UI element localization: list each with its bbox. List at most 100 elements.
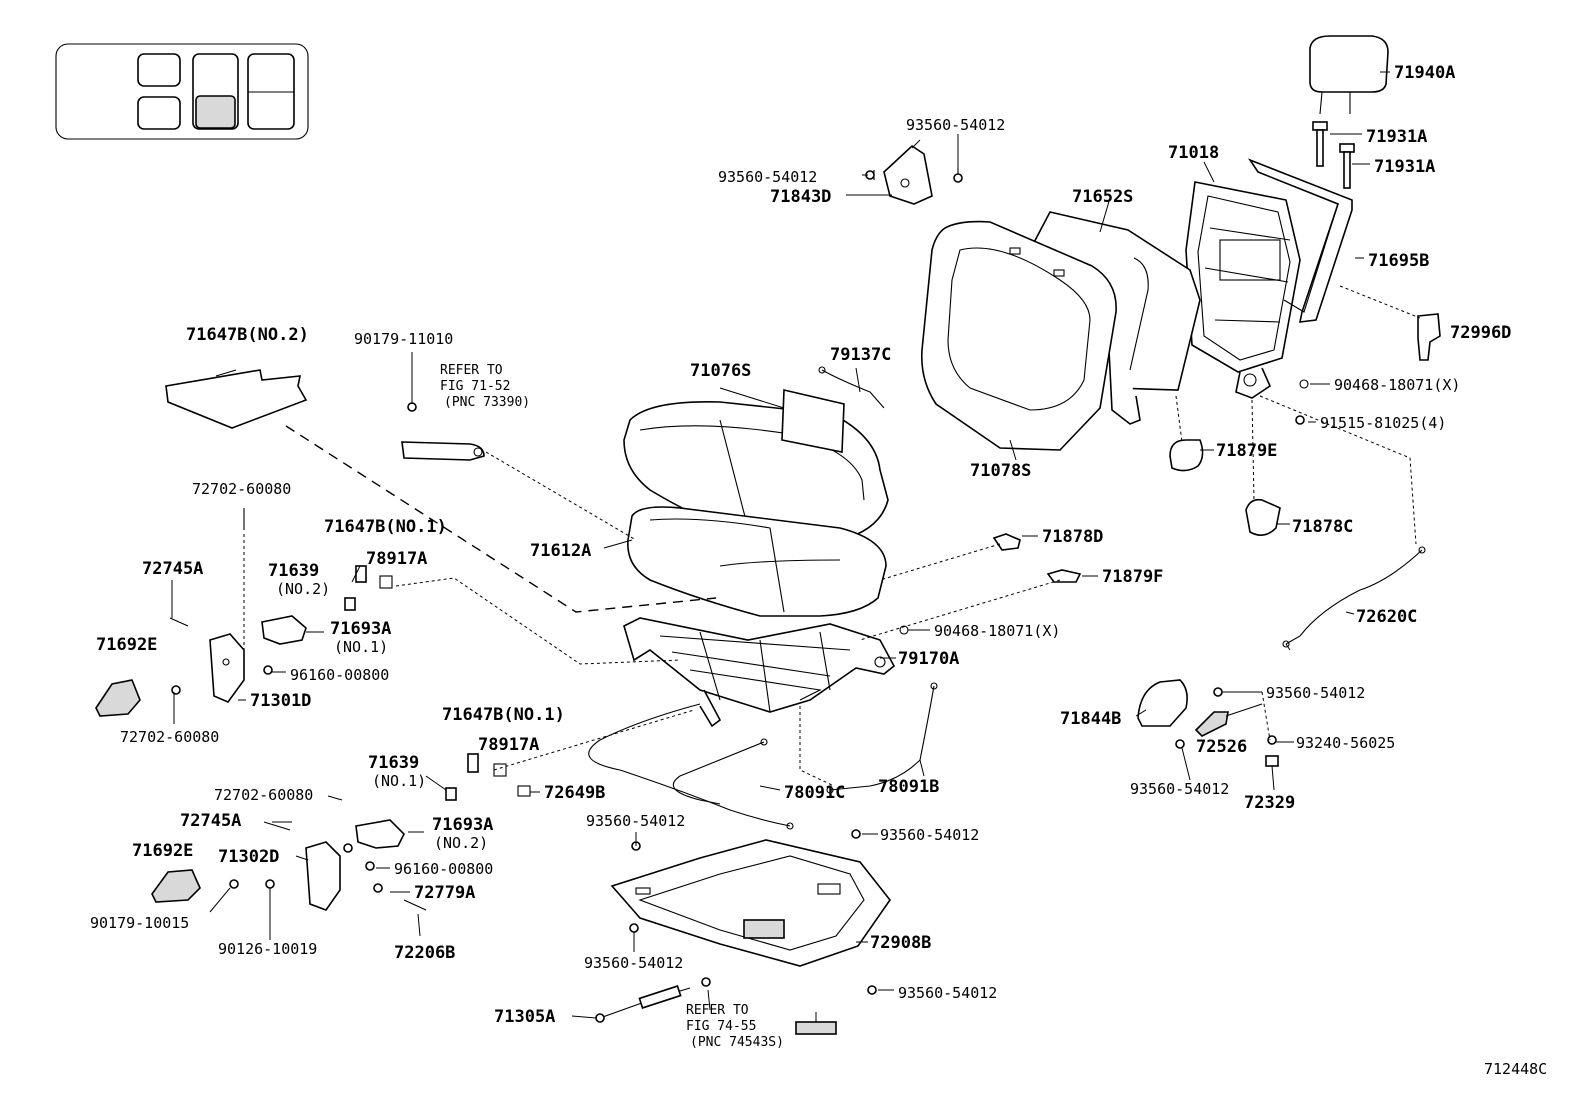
label-71843D[interactable]: 71843D	[770, 187, 831, 207]
seatback-pad	[920, 220, 1117, 451]
label-78917A-b[interactable]: 78917A	[478, 735, 539, 755]
label-71639-a[interactable]: 71639	[268, 561, 319, 581]
label-90126-10019[interactable]: 90126-10019	[218, 940, 317, 958]
label-78917A-a[interactable]: 78917A	[366, 549, 427, 569]
label-93560-54012-m4[interactable]: 93560-54012	[898, 984, 997, 1002]
label-90468-18071-b[interactable]: 90468-18071(X)	[934, 622, 1060, 640]
hinge-left-lower	[305, 841, 341, 911]
leader-lines	[171, 71, 1421, 1022]
label-72779A[interactable]: 72779A	[414, 883, 475, 903]
recliner-cover-outer	[1245, 498, 1281, 536]
label-71878C[interactable]: 71878C	[1292, 517, 1353, 537]
hinge-bracket-left-upper	[261, 615, 307, 645]
cushion-clip-lower	[1046, 569, 1082, 583]
label-71844B[interactable]: 71844B	[1060, 709, 1121, 729]
label-93560-54012-top1[interactable]: 93560-54012	[906, 116, 1005, 134]
lever-knob-right	[1194, 711, 1229, 737]
pin-left-lower	[445, 753, 531, 801]
seat-cushion-board	[165, 369, 308, 429]
label-90468-18071-a[interactable]: 90468-18071(X)	[1334, 376, 1460, 394]
label-71693A-b-sub: (NO.2)	[434, 834, 488, 852]
label-71639-b-sub: (NO.1)	[372, 772, 426, 790]
label-71692E-b[interactable]: 71692E	[132, 841, 193, 861]
hinge-bracket-left-lower	[355, 819, 405, 849]
label-78091B[interactable]: 78091B	[878, 777, 939, 797]
label-71940A[interactable]: 71940A	[1394, 63, 1455, 83]
label-78091C[interactable]: 78091C	[784, 783, 845, 803]
label-71078S[interactable]: 71078S	[970, 461, 1031, 481]
label-93560-54012-r1[interactable]: 93560-54012	[1266, 684, 1365, 702]
label-71693A-b[interactable]: 71693A	[432, 815, 493, 835]
label-72745A-a[interactable]: 72745A	[142, 559, 203, 579]
label-71931A-2[interactable]: 71931A	[1374, 157, 1435, 177]
screws-right	[1175, 687, 1279, 767]
label-93560-54012-r2[interactable]: 93560-54012	[1130, 780, 1229, 798]
hinge-cover-left-lower	[151, 869, 201, 903]
hinge-cover-left-upper	[95, 679, 141, 717]
label-93560-54012-top2[interactable]: 93560-54012	[718, 168, 817, 186]
hinge-cover-upper	[862, 144, 963, 205]
label-72702-60080-a[interactable]: 72702-60080	[192, 480, 291, 498]
hinge-left-upper	[209, 633, 245, 703]
label-72649B[interactable]: 72649B	[544, 783, 605, 803]
label-90179-10015[interactable]: 90179-10015	[90, 914, 189, 932]
recliner-cover-inner	[1169, 439, 1204, 472]
label-93560-54012-m1[interactable]: 93560-54012	[586, 812, 685, 830]
label-72620C[interactable]: 72620C	[1356, 607, 1417, 627]
fasteners-misc	[629, 379, 1309, 995]
label-72745A-b[interactable]: 72745A	[180, 811, 241, 831]
label-96160-00800-a[interactable]: 96160-00800	[290, 666, 389, 684]
label-71931A-1[interactable]: 71931A	[1366, 127, 1427, 147]
label-71693A-a[interactable]: 71693A	[330, 619, 391, 639]
bolt-left-lower	[229, 821, 427, 911]
seat-position-locator	[55, 43, 309, 140]
ref1-line3: (PNC 73390)	[444, 395, 530, 410]
bolt-left-upper	[169, 508, 273, 695]
recliner-cable-center	[588, 703, 794, 830]
seat-under-tray	[610, 839, 891, 967]
label-71301D[interactable]: 71301D	[250, 691, 311, 711]
ref2-line2: FIG 74-55	[686, 1019, 756, 1034]
headrest-guide-2	[1339, 143, 1355, 189]
label-79137C[interactable]: 79137C	[830, 345, 891, 365]
label-71878D[interactable]: 71878D	[1042, 527, 1103, 547]
label-72702-60080-c[interactable]: 72702-60080	[214, 786, 313, 804]
label-71612A[interactable]: 71612A	[530, 541, 591, 561]
strut-plate	[795, 1021, 837, 1035]
label-71652S[interactable]: 71652S	[1072, 187, 1133, 207]
gas-strut	[595, 977, 711, 1023]
label-93560-54012-m3[interactable]: 93560-54012	[584, 954, 683, 972]
label-71647B-no2[interactable]: 71647B(NO.2)	[186, 325, 309, 345]
label-72526[interactable]: 72526	[1196, 737, 1247, 757]
label-90179-11010[interactable]: 90179-11010	[354, 330, 453, 348]
part-labels: 71940A 71931A 71931A 71018 71695B 72996D…	[90, 63, 1547, 1078]
label-71018[interactable]: 71018	[1168, 143, 1219, 163]
seatback-board	[1247, 158, 1353, 323]
ref2-line3: (PNC 74543S)	[690, 1035, 784, 1050]
recliner-release-handle	[1417, 313, 1441, 361]
label-72329[interactable]: 72329	[1244, 793, 1295, 813]
label-71692E-a[interactable]: 71692E	[96, 635, 157, 655]
label-79170A[interactable]: 79170A	[898, 649, 959, 669]
cushion-wire	[818, 366, 885, 409]
label-72996D[interactable]: 72996D	[1450, 323, 1511, 343]
label-93240-56025[interactable]: 93240-56025	[1296, 734, 1395, 752]
label-71879E[interactable]: 71879E	[1216, 441, 1277, 461]
label-71639-b[interactable]: 71639	[368, 753, 419, 773]
label-71302D[interactable]: 71302D	[218, 847, 279, 867]
label-71647B-no1-a[interactable]: 71647B(NO.1)	[324, 517, 447, 537]
seat-cushion-pad	[627, 506, 887, 617]
label-91515-81025[interactable]: 91515-81025(4)	[1320, 414, 1446, 432]
label-93560-54012-m2[interactable]: 93560-54012	[880, 826, 979, 844]
label-96160-00800-b[interactable]: 96160-00800	[394, 860, 493, 878]
label-72702-60080-b[interactable]: 72702-60080	[120, 728, 219, 746]
label-71879F[interactable]: 71879F	[1102, 567, 1163, 587]
label-72206B[interactable]: 72206B	[394, 943, 455, 963]
label-71647B-no1-b[interactable]: 71647B(NO.1)	[442, 705, 565, 725]
label-71076S[interactable]: 71076S	[690, 361, 751, 381]
label-71695B[interactable]: 71695B	[1368, 251, 1429, 271]
label-71693A-a-sub: (NO.1)	[334, 638, 388, 656]
label-72908B[interactable]: 72908B	[870, 933, 931, 953]
label-71305A[interactable]: 71305A	[494, 1007, 555, 1027]
